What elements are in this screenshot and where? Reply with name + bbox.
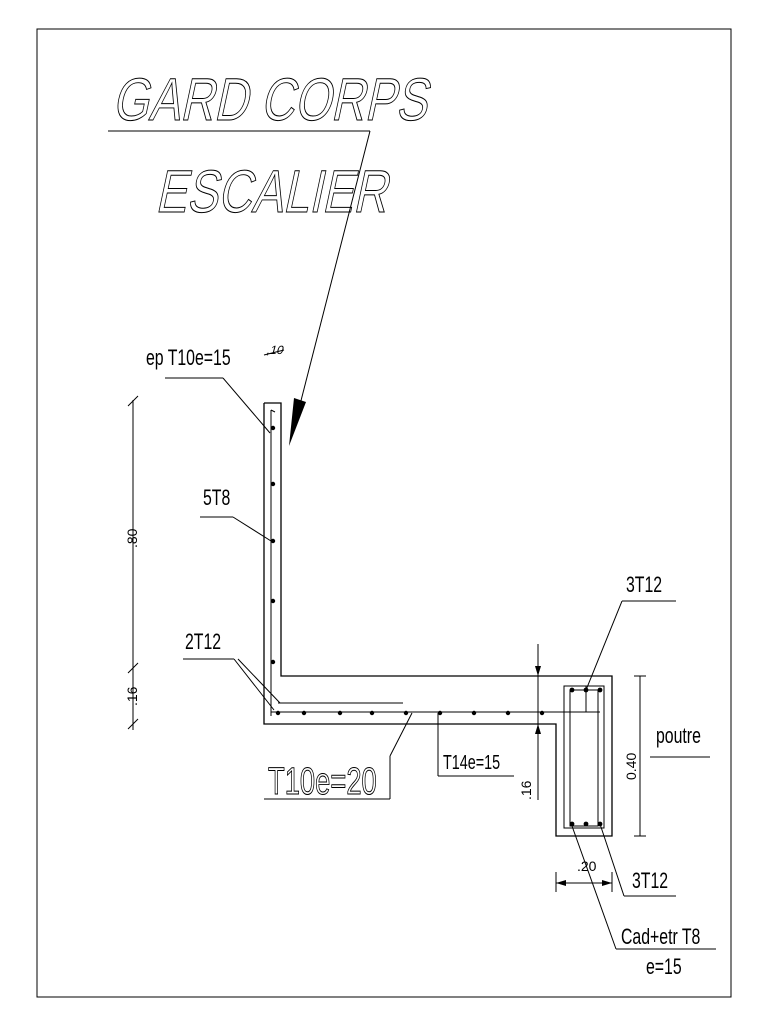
label-3t12-bottom-leader: [599, 823, 625, 897]
label-t10e20-leader-b: [389, 712, 413, 757]
label-ep-t10-leader: [222, 377, 271, 434]
slab-rebar-dots: [275, 710, 545, 716]
dim-slab-arrow-top: [535, 666, 541, 676]
label-cad-leader: [571, 825, 617, 950]
wall-rebar-hook: [270, 409, 276, 413]
beam-stirrup-inner: [569, 689, 599, 827]
dim-left-tick-mid: [127, 662, 139, 674]
dim-wall-height-label: .80: [124, 528, 140, 548]
dim-left-tick-top: [127, 395, 139, 407]
dim-beam-width-arrow-right: [602, 880, 612, 886]
dim-slab-height-label: .16: [124, 686, 140, 706]
label-2t12-leader-b: [237, 658, 281, 704]
sheet-border: [36, 28, 732, 998]
title-arrowhead: [289, 398, 306, 446]
dim-slab-thickness-label: .16: [518, 780, 534, 800]
label-t14: T14e=15: [443, 751, 500, 774]
label-2t12: 2T12: [185, 631, 221, 655]
label-3t12-top-leader: [585, 600, 623, 691]
title-line-1: GARD CORPS: [109, 66, 438, 133]
wall-rebar-dots: [270, 425, 276, 665]
dim-beam-height-label: 0.40: [623, 753, 639, 780]
dim-left-tick-bottom: [127, 718, 139, 730]
beam-stirrup-outer: [563, 685, 605, 829]
dim-slab-arrow-bottom: [535, 724, 541, 734]
label-ep-t10: ep T10e=15: [146, 347, 231, 371]
title-line-2: ESCALIER: [152, 158, 398, 225]
label-poutre: poutre: [656, 725, 701, 749]
label-5t8-leader: [232, 516, 272, 542]
label-5t8: 5T8: [203, 487, 230, 511]
beam-rebar-dots: [569, 687, 603, 827]
title-leader: [293, 130, 371, 429]
label-t10e20: T10e=20: [268, 761, 377, 803]
label-cad-line1: Cad+etr T8: [621, 926, 700, 950]
label-3t12-bottom: 3T12: [632, 870, 668, 894]
dim-beam-width-arrow-left: [556, 880, 566, 886]
label-cad-line2: e=15: [646, 956, 682, 980]
label-ep-small-line: [263, 349, 285, 356]
concrete-outline: [263, 402, 613, 837]
label-3t12-top: 3T12: [626, 574, 662, 598]
label-2t12-leader-a: [233, 658, 275, 711]
